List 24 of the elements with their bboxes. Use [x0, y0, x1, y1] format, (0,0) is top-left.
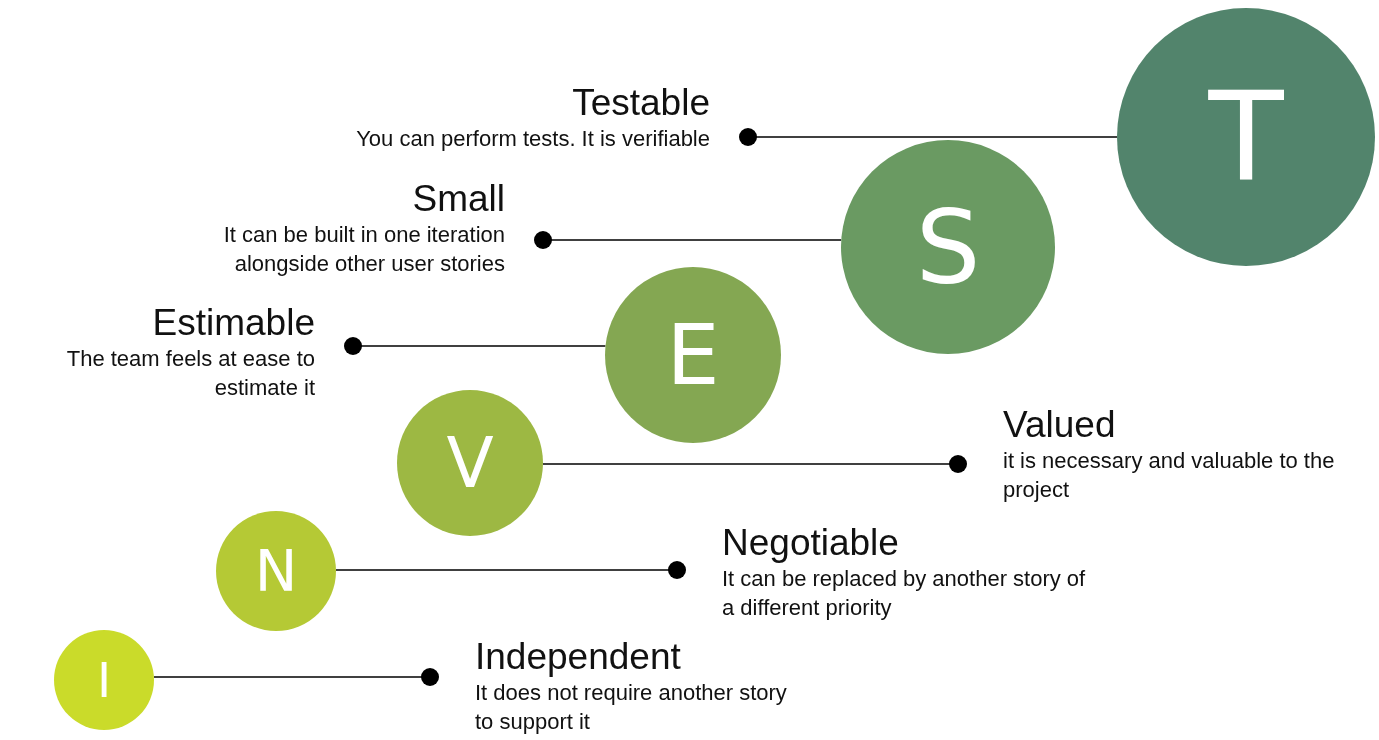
description-text: You can perform tests. It is verifiable — [355, 125, 710, 153]
heading: Small — [411, 178, 505, 220]
leader-line — [534, 231, 843, 249]
letter-circle: S — [841, 140, 1055, 354]
heading: Estimable — [151, 302, 315, 344]
heading: Negotiable — [722, 522, 900, 564]
leader-line — [344, 337, 607, 355]
description-text: It can be built in one iteration alongside other user stories — [222, 221, 505, 278]
letter-circle: V — [397, 390, 543, 536]
letter-circle: I — [54, 630, 154, 730]
letter-circle: N — [216, 511, 336, 631]
leader-line — [153, 668, 439, 686]
heading: Valued — [1003, 404, 1117, 446]
leader-line — [739, 128, 1118, 146]
description-text: It does not require another story to support it — [475, 679, 788, 736]
heading: Independent — [475, 636, 682, 678]
description-text: it is necessary and valuable to the project — [1003, 447, 1336, 504]
letter-circle: E — [605, 267, 781, 443]
leader-line — [335, 561, 686, 579]
description-text: The team feels at ease to estimate it — [65, 345, 315, 402]
leader-line — [542, 455, 967, 473]
heading: Testable — [571, 82, 710, 124]
letter-circle: T — [1117, 8, 1375, 266]
description-text: It can be replaced by another story of a different priority — [722, 565, 1087, 622]
